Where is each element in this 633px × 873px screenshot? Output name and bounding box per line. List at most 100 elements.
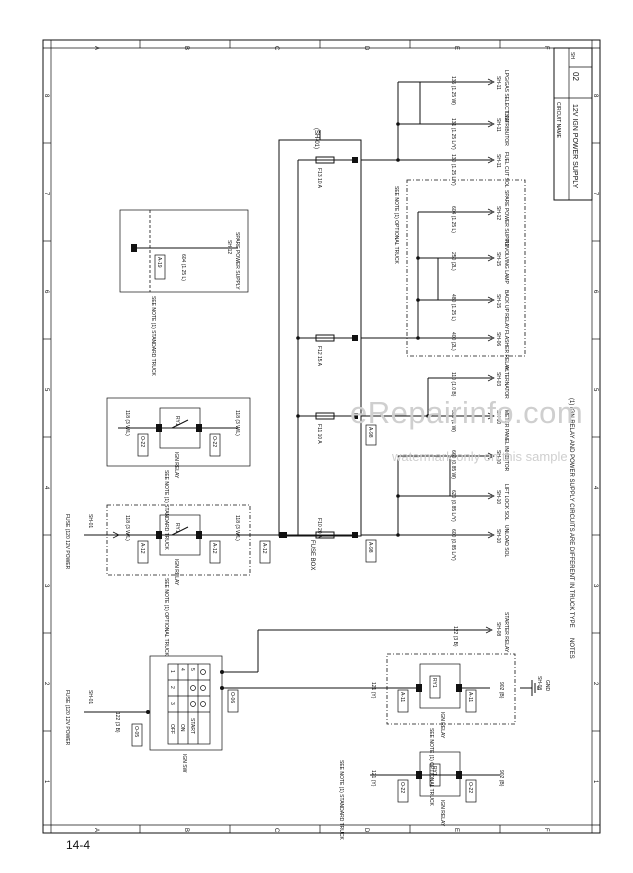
grid-num-3-r: 3: [592, 584, 598, 588]
fuse-f10: F10 20 A: [279, 518, 358, 539]
ign-relay-standard-bottom: RY1 O-22 O-22 121 (Y) 902 (B) IGN RELAY …: [338, 751, 504, 840]
out-wire-11: 600 (0.85 L/Y): [450, 529, 456, 561]
grid-letter-c-b: C: [273, 828, 279, 833]
grid-numbers-left: 1 2 3 4 5 6 7 8: [43, 94, 49, 784]
ign-sw-connector-2: O-06: [229, 692, 235, 703]
out-ref-2: SH-11: [495, 154, 501, 168]
relay-top-conn-right: O-22: [211, 436, 217, 447]
ign-col-3: 3: [169, 702, 175, 705]
fuse-f11-label: F11 10 A: [316, 424, 322, 444]
grid-letter-d: D: [363, 46, 369, 51]
relay-sb-wire-left: 121 (Y): [370, 770, 376, 787]
ign-relay-optional-mid: RY1 A-12 A-12 A-12 118 (3 W/L) 118 (3 W/…: [64, 504, 279, 656]
relay-bot-wire-left: 121 (Y): [370, 682, 376, 699]
relay-mid-fuse-sh: SH-01: [87, 514, 93, 528]
out-ref-7: SH-03: [495, 372, 501, 386]
ign-col-2: 2: [169, 686, 175, 689]
out-name-2: FUEL CUT SOL: [503, 152, 509, 188]
relay-bot-conn-left: A-11: [399, 692, 405, 702]
out-name-3: SPARE POWER SUPPLY: [503, 190, 509, 248]
grid-num-4: 4: [43, 486, 49, 490]
relay-top-note: SEE NOTE (1) STANDARD TRUCK: [163, 470, 169, 550]
relay-mid-name: IGN RELAY: [173, 559, 179, 586]
fuse-f12: F12 15 A: [298, 334, 358, 367]
relay-bot-name: IGN RELAY: [439, 712, 445, 739]
ign-col-1: 1: [169, 670, 175, 673]
fuse-box-connector-2: A-98: [367, 427, 373, 438]
out-name-8: METER PANEL: [503, 410, 509, 445]
grid-num-3: 3: [43, 584, 49, 588]
fuse-box: (SH-01) FUSE BOX A-98 A-98 F13 10 A F12 …: [278, 128, 377, 570]
grid-letter-a-b: A: [93, 828, 99, 832]
ground-icon: [531, 680, 539, 696]
relay-sb-name: IGN RELAY: [439, 800, 445, 827]
out-name-7: ALTERNATOR: [503, 366, 509, 399]
grid-letter-d-b: D: [363, 828, 369, 833]
relay-top-conn-left: O-22: [139, 436, 145, 447]
fuse-f13-label: F13 10 A: [316, 168, 322, 189]
relay-mid-conn-right: A-12: [211, 543, 217, 554]
out-wire-1: 131 (1.25 L/Y): [450, 118, 456, 150]
relay-sb-note: SEE NOTE (1) STANDARD TRUCK: [338, 760, 344, 840]
junction-dots: [396, 122, 430, 537]
out-ref-11: SH-10: [495, 529, 501, 543]
fuse-box-top-ref: (SH-01): [313, 128, 319, 149]
output-wiring: [361, 81, 492, 536]
relay-top-name: IGN RELAY: [173, 452, 179, 479]
relay-bot-wire-right: 902 (B): [498, 682, 504, 699]
spare-wire: 604 (1.25 L): [180, 254, 186, 281]
fuse-f13: F13 10 A: [298, 156, 358, 189]
relay-bot-note: SEE NOTE (1) OPTIONAL TRUCK: [428, 728, 434, 806]
grid-num-6-r: 6: [592, 290, 598, 294]
relay-sb-conn-left: O-22: [399, 782, 405, 793]
ign-col-5: 5: [189, 668, 195, 671]
relay-mid-note: SEE NOTE (1) OPTIONAL TRUCK: [163, 578, 169, 656]
sheet-border: [42, 39, 601, 834]
out-wire-5: 480 (1.25 L): [450, 294, 456, 321]
notes-heading: NOTES: [568, 638, 574, 659]
out-wire-7: 110 (1.0 B): [450, 372, 456, 397]
out-wire-10: 620 (0.85 L/Y): [450, 490, 456, 522]
out-ref-10: SH-10: [495, 490, 501, 504]
spare-power-standard: A-19 604 (1.25 L) SH-12 SPARE POWER SUPP…: [119, 209, 249, 376]
relay-top-id: RY1: [174, 416, 180, 426]
grid-num-1-r: 1: [592, 780, 598, 784]
ign-sw-fuse-label: FUSE (120 12V POWER: [64, 690, 70, 746]
ign-relay-optional-bottom: RY1 A-11 A-11 121 (Y) 902 (B) IGN RELAY …: [370, 653, 550, 806]
ign-sw-connector: O-05: [133, 726, 139, 737]
out-wire-0: 135 (1.25 W): [450, 76, 456, 105]
out-ref-8: SH-10: [495, 410, 501, 424]
fuse-f10-label: F10 20 A: [316, 518, 322, 539]
fuse-f12-label: F12 15 A: [316, 346, 322, 367]
gnd-label: GND: [544, 680, 550, 692]
fuse-box-label: FUSE BOX: [309, 540, 315, 570]
ign-sw-label: IGN SW: [181, 754, 187, 773]
grid-num-7: 7: [43, 192, 49, 196]
out-name-9: INHIBITOR: [503, 446, 509, 472]
grid-letter-b-b: B: [183, 828, 189, 832]
ign-switch: OFF ON START 1 2 3 4 5 IGN SW O-05 O-06 …: [64, 612, 509, 773]
relay-mid-fuse-label: FUSE (120 12V POWER: [64, 514, 70, 570]
optional-truck-box: [406, 179, 526, 357]
out-wire-8: 300 (1 W): [450, 410, 456, 432]
page-number: 14-4: [66, 838, 91, 852]
diagram-title: 12V IGN POWER SUPPLY: [571, 104, 578, 189]
watermark-title: eRepairinfo.com: [350, 395, 584, 430]
fuse-box-connector: A-98: [367, 542, 373, 553]
grid-num-2: 2: [43, 682, 49, 686]
out-ref-5: SH-15: [495, 294, 501, 308]
relay-bot-conn-right: A-11: [467, 692, 473, 702]
grid-num-7-r: 7: [592, 192, 598, 196]
watermark-subtitle: watermark only on this sample: [392, 449, 568, 464]
optional-truck-note: SEE NOTE (1) OPTIONAL TRUCK: [393, 186, 399, 264]
relay-mid-conn-left: A-12: [139, 543, 145, 554]
title-block: CIRCUIT NAME 12V IGN POWER SUPPLY SH 02: [553, 47, 593, 201]
grid-letter-f: F: [543, 46, 549, 50]
grid-num-6: 6: [43, 290, 49, 294]
grid-num-2-r: 2: [592, 682, 598, 686]
grid-num-1: 1: [43, 780, 49, 784]
grid-letter-e: E: [453, 46, 459, 50]
grid-letters-bottom: A B C D E F: [93, 828, 549, 833]
relay-mid-wire-right: 118 (3 W/L): [234, 515, 240, 541]
